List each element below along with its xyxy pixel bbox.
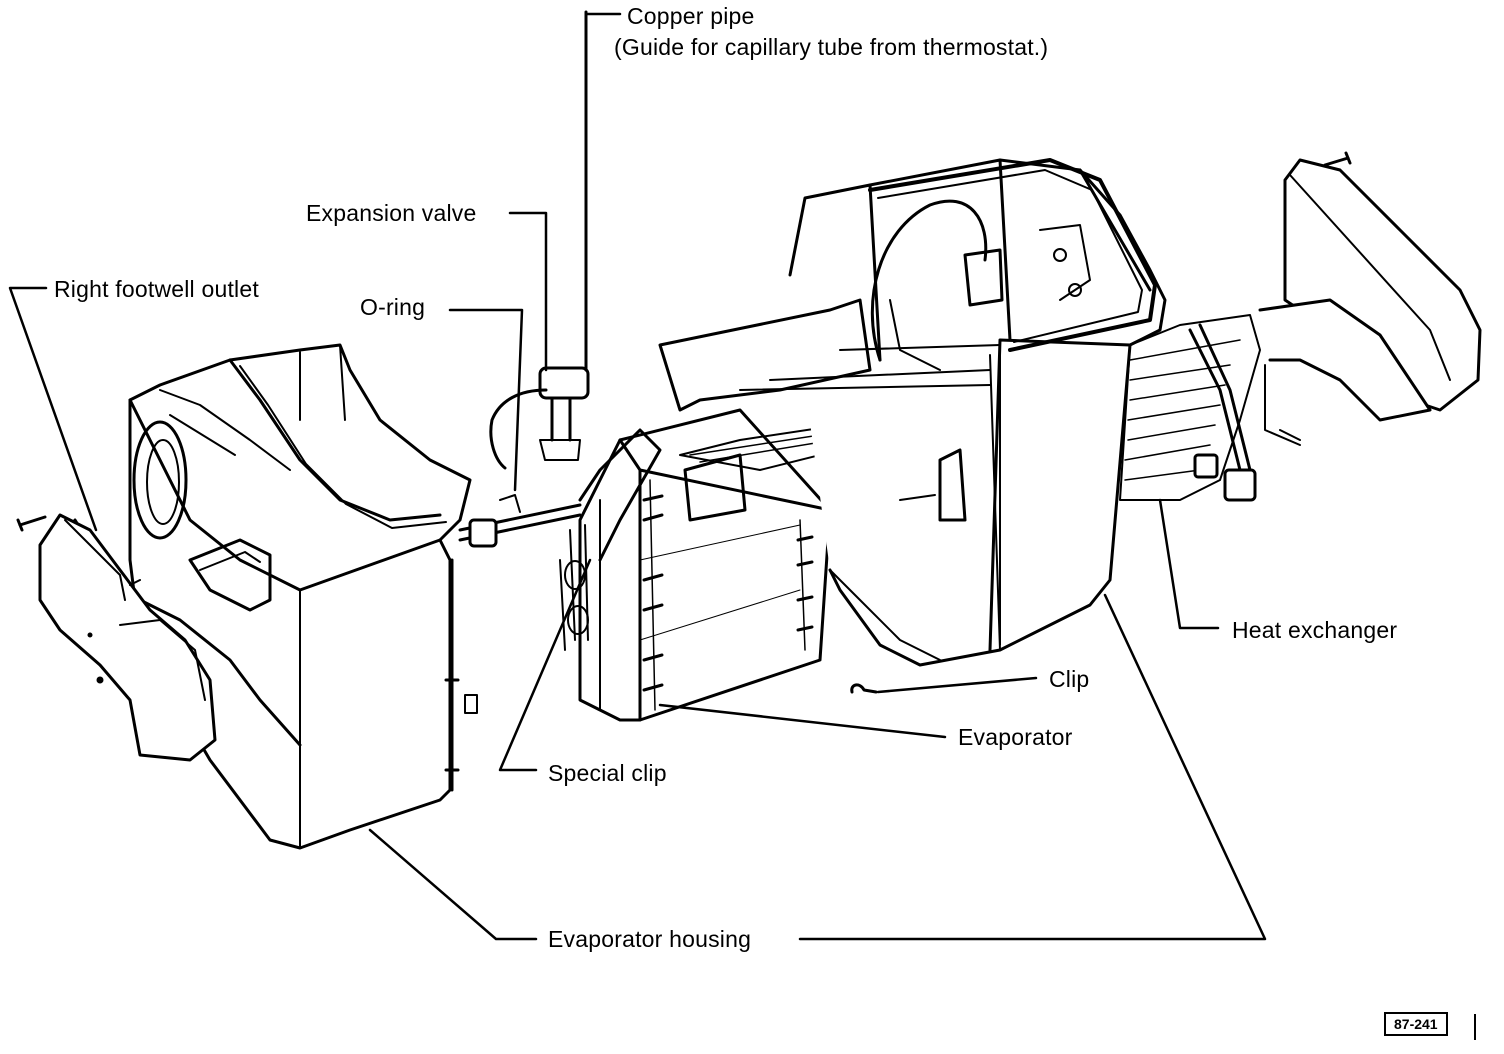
figure-code: 87-241: [1384, 1012, 1448, 1036]
clip-part: [850, 683, 878, 694]
leader-evaporator-housing-right: [798, 593, 1267, 941]
leader-heat-exchanger: [1158, 498, 1220, 630]
label-heat-exchanger: Heat exchanger: [1232, 617, 1398, 643]
label-o-ring: O-ring: [360, 294, 426, 320]
label-clip: Clip: [1049, 666, 1090, 692]
leader-expansion-valve: [508, 211, 548, 372]
right-housing-half: [658, 158, 1167, 667]
label-evaporator: Evaporator: [958, 724, 1073, 750]
leader-clip: [876, 676, 1038, 694]
leader-special-clip: [498, 558, 592, 772]
label-special-clip: Special clip: [548, 760, 667, 786]
label-copper-pipe: Copper pipe: [627, 3, 755, 29]
leader-right-footwell-outlet: [8, 286, 98, 532]
leader-o-ring: [448, 308, 524, 492]
leader-evaporator: [658, 703, 947, 739]
leader-evaporator-housing-left: [368, 828, 538, 941]
label-right-footwell-outlet: Right footwell outlet: [54, 276, 259, 302]
leader-copper-pipe: [584, 12, 622, 372]
figure-code-bar: [1474, 1014, 1476, 1040]
label-evaporator-housing: Evaporator housing: [548, 926, 752, 952]
heat-exchanger-part: [1119, 314, 1261, 502]
heater-duct-part: [1258, 151, 1482, 446]
right-footwell-outlet-part: [16, 513, 217, 762]
label-expansion-valve: Expansion valve: [306, 200, 477, 226]
expansion-valve-part: [489, 366, 590, 470]
evaporator-core: [559, 408, 961, 722]
label-copper-pipe-note: (Guide for capillary tube from thermosta…: [614, 34, 1049, 60]
pipe-run-o-ring: [458, 428, 662, 562]
leader-lines: [8, 12, 1267, 941]
